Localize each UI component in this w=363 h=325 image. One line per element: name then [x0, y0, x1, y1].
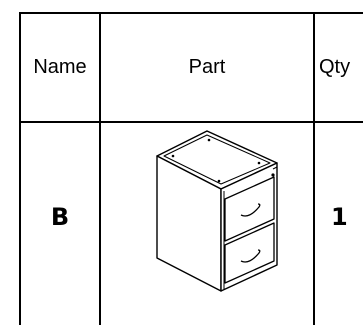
header-qty: Qty — [319, 14, 363, 121]
row-qty-value: 1 — [331, 203, 348, 231]
column-divider-part-qty — [313, 12, 315, 325]
three-drawer-file-cabinet-icon — [156, 130, 278, 292]
header-row-divider — [19, 121, 363, 123]
header-name-label: Name — [33, 56, 87, 78]
header-part: Part — [101, 14, 313, 121]
header-name: Name — [21, 14, 99, 121]
row-name-value: B — [50, 203, 70, 231]
row-name-cell: B — [21, 123, 99, 325]
table-left-border — [19, 12, 21, 325]
column-divider-name-part — [99, 12, 101, 325]
table-top-border — [19, 12, 363, 14]
row-part-cell — [101, 123, 313, 325]
header-part-label: Part — [188, 56, 226, 78]
header-qty-label: Qty — [319, 56, 351, 78]
row-qty-cell: 1 — [331, 123, 363, 325]
